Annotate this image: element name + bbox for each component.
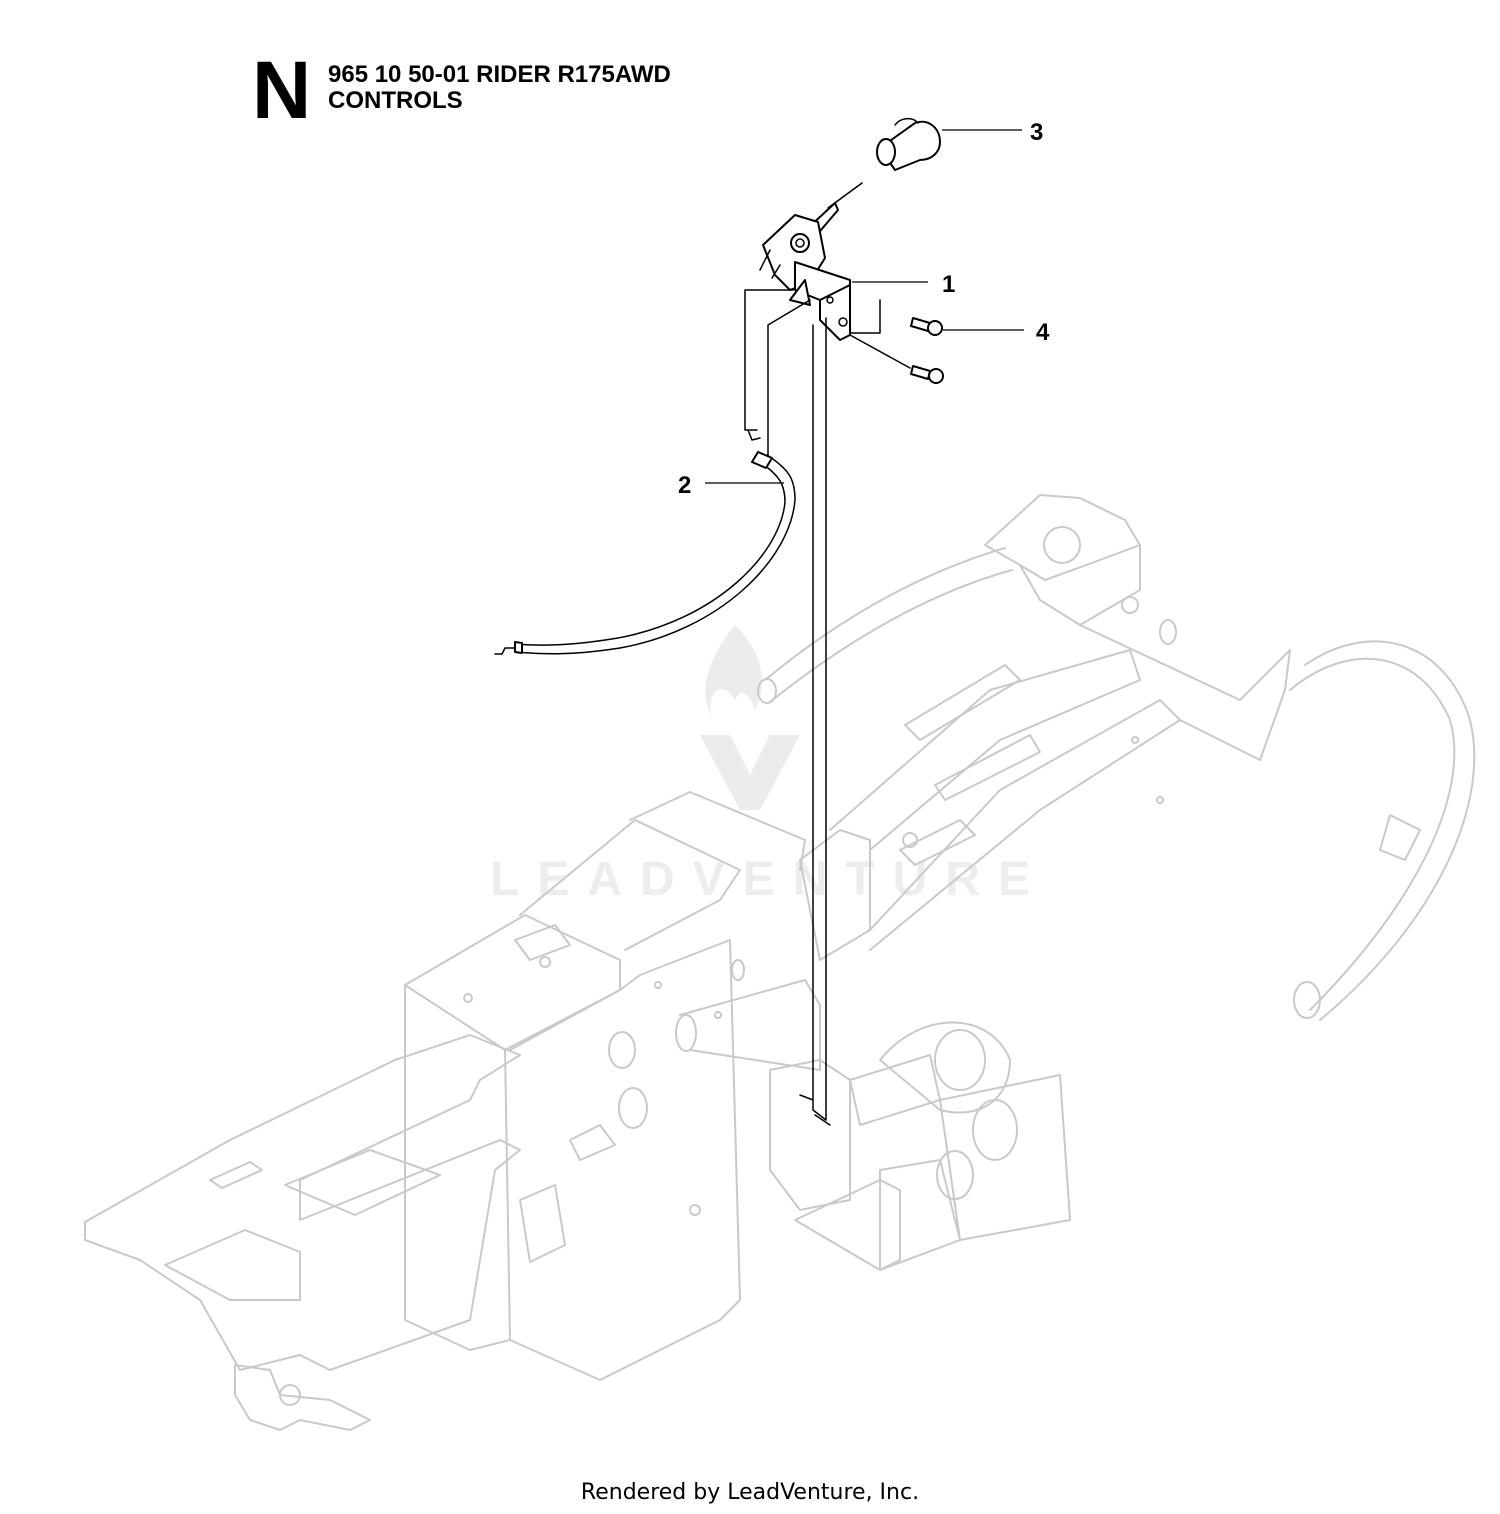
callout-4: 4 — [943, 319, 1050, 346]
rider-frame — [84, 494, 1476, 1431]
control-rod — [812, 317, 827, 1121]
lever-knob — [876, 117, 941, 171]
watermark-v-icon — [700, 735, 800, 810]
watermark-text: LEADVENTURE — [490, 853, 1048, 906]
title-model: 965 10 50-01 RIDER R175AWD — [328, 61, 671, 88]
callouts: 1 2 3 4 — [678, 119, 1050, 499]
callout-number-4: 4 — [1036, 319, 1050, 346]
cable-routing — [744, 289, 811, 456]
screw-upper — [910, 317, 943, 336]
diagram-title: 965 10 50-01 RIDER R175AWD CONTROLS — [328, 62, 671, 114]
footer-credit: Rendered by LeadVenture, Inc. — [580, 1480, 920, 1505]
callout-number-3: 3 — [1030, 119, 1043, 146]
watermark-flame-icon — [705, 625, 763, 715]
controls-parts — [494, 117, 944, 1126]
section-letter: N — [252, 45, 312, 136]
callout-number-1: 1 — [942, 271, 955, 298]
watermark: LEADVENTURE — [490, 625, 1048, 906]
control-bracket — [759, 214, 851, 341]
screw-leader — [849, 299, 911, 369]
title-section: CONTROLS — [328, 87, 463, 114]
screw-lower — [910, 365, 944, 384]
callout-2: 2 — [678, 472, 784, 499]
callout-number-2: 2 — [678, 472, 691, 499]
callout-3: 3 — [942, 119, 1043, 146]
throttle-cable — [494, 429, 796, 655]
callout-1: 1 — [852, 271, 955, 298]
rod-lower-bend — [799, 1094, 831, 1126]
